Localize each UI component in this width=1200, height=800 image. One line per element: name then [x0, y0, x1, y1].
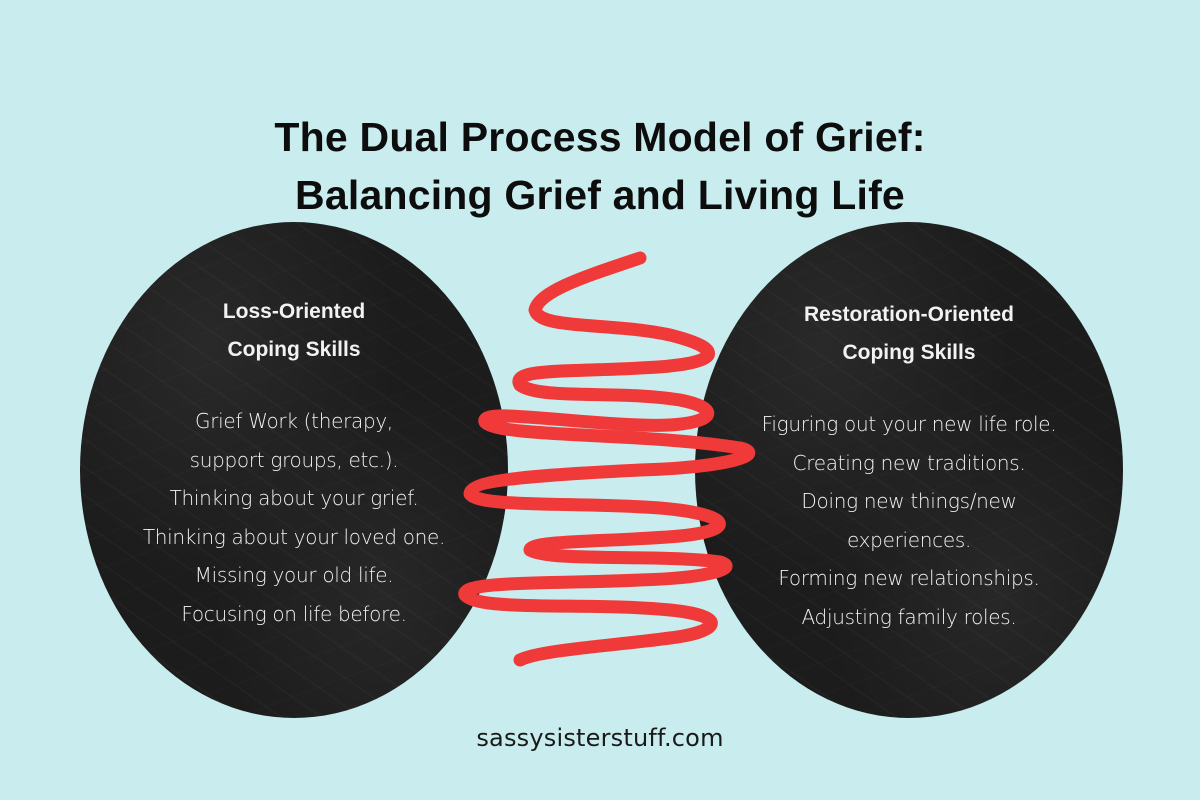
heading-line: Loss-Oriented [222, 300, 366, 323]
restoration-oriented-oval: Restoration-Oriented Coping Skills Figur… [695, 222, 1123, 718]
title-line-1: The Dual Process Model of Grief: [274, 114, 926, 160]
list-item: Missing your old life. [194, 563, 394, 587]
oscillation-scribble-icon [458, 251, 756, 667]
list-item: Thinking about your loved one. [142, 524, 446, 549]
list-item: Doing new things/new [801, 489, 1017, 513]
website-url: sassysisterstuff.com [476, 724, 724, 752]
heading-line: Coping Skills [842, 341, 976, 364]
heading-line: Coping Skills [227, 338, 361, 361]
restoration-oriented-list: Figuring out your new life role. Creatin… [695, 405, 1123, 636]
list-item: support groups, etc.). [189, 447, 399, 472]
heading-line: Restoration-Oriented [803, 303, 1015, 326]
list-item: Grief Work (therapy, [195, 409, 393, 433]
list-item: experiences. [846, 527, 972, 552]
loss-oriented-heading: Loss-Oriented Coping Skills [80, 293, 508, 369]
loss-oriented-list: Grief Work (therapy, support groups, etc… [80, 402, 508, 633]
list-item: Figuring out your new life role. [761, 412, 1057, 436]
list-item: Adjusting family roles. [801, 604, 1017, 629]
list-item: Focusing on life before. [181, 601, 407, 626]
list-item: Creating new traditions. [792, 450, 1026, 475]
loss-oriented-oval: Loss-Oriented Coping Skills Grief Work (… [80, 222, 508, 718]
list-item: Forming new relationships. [778, 566, 1040, 590]
page-title: The Dual Process Model of Grief: Balanci… [0, 108, 1200, 224]
list-item: Thinking about your grief. [169, 486, 419, 510]
restoration-oriented-heading: Restoration-Oriented Coping Skills [695, 296, 1123, 372]
title-line-2: Balancing Grief and Living Life [295, 172, 905, 218]
